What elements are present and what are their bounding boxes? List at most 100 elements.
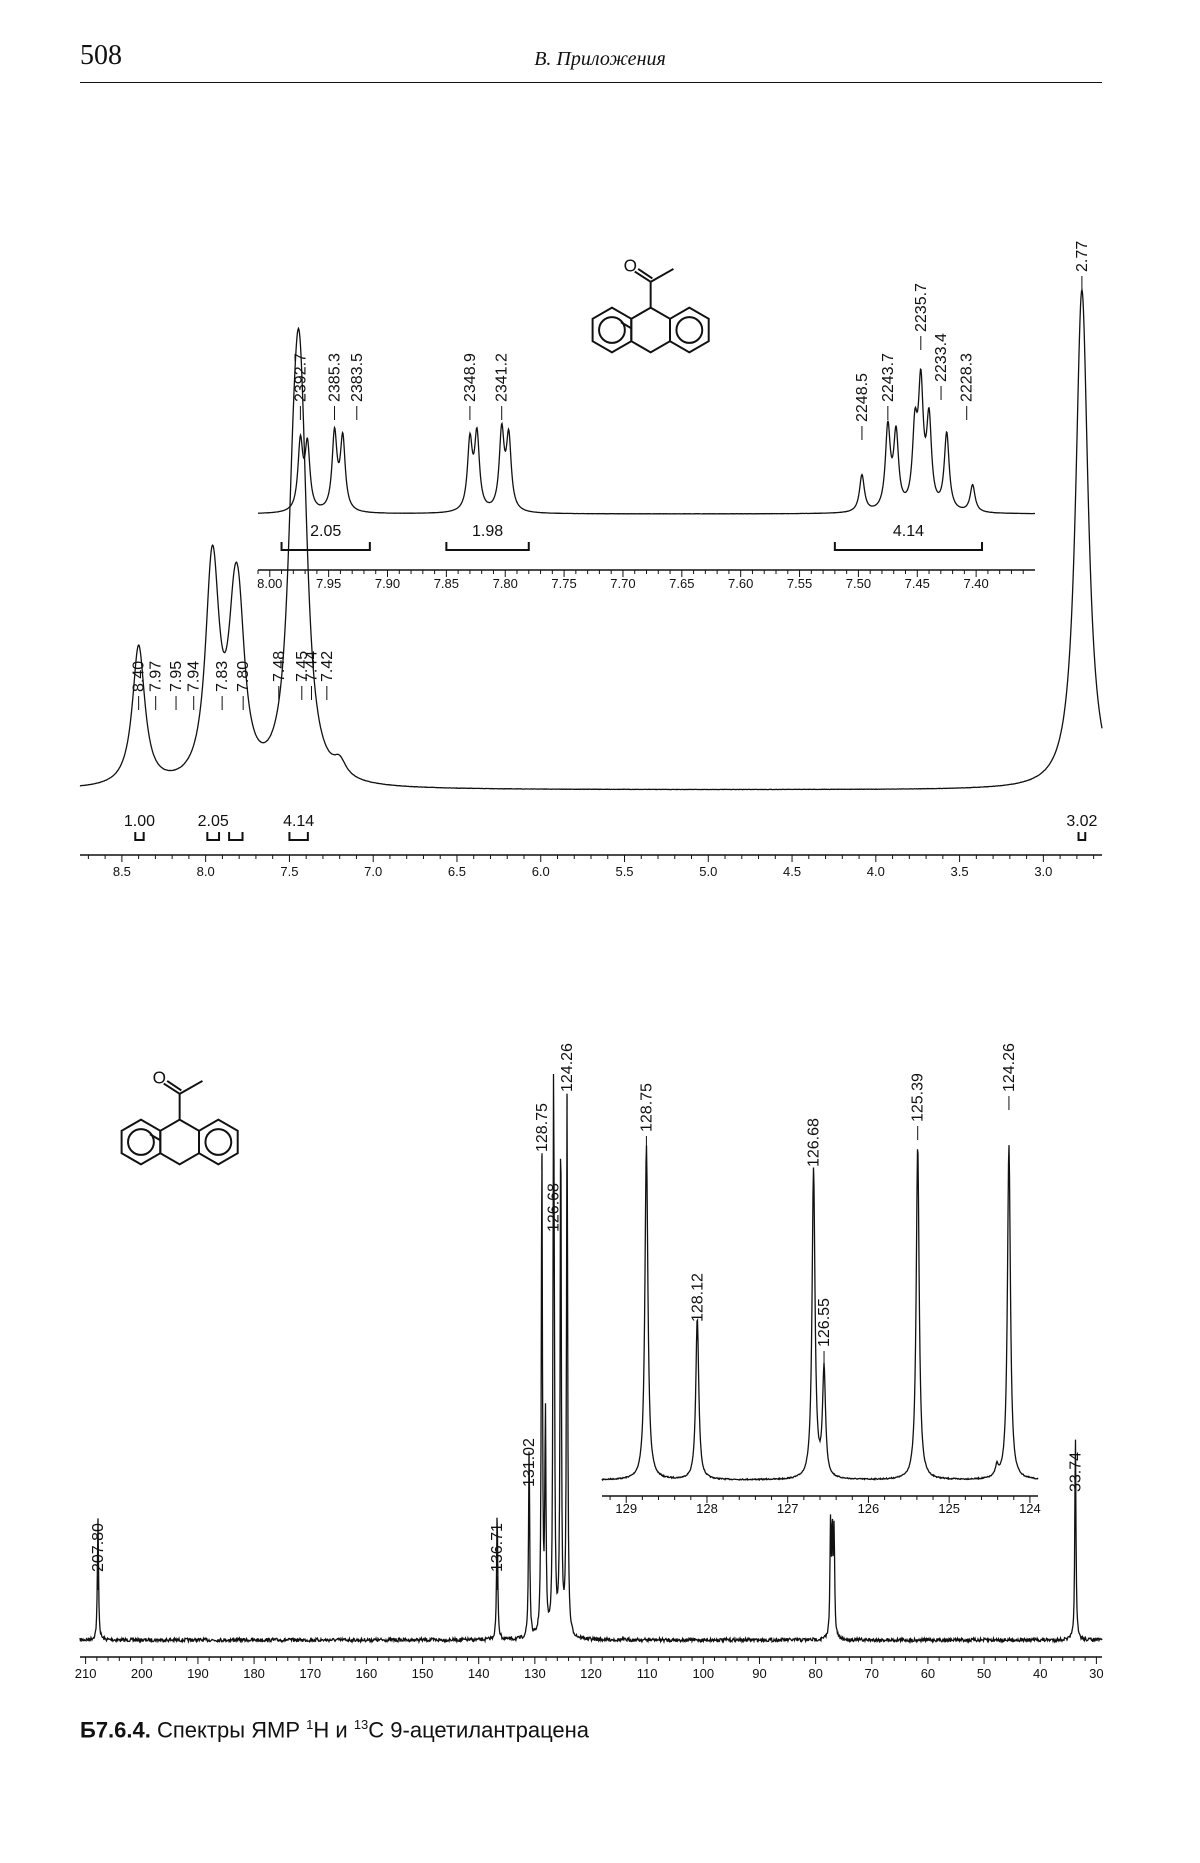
peak-label-2: 126.68 <box>806 1118 823 1167</box>
tick-label-2: 7.5 <box>280 864 298 879</box>
tick-label-16: 50 <box>977 1666 991 1681</box>
header-rule <box>80 82 1102 83</box>
tick-label-3: 180 <box>243 1666 265 1681</box>
caption-isotope-1: 1 <box>306 1717 314 1732</box>
tick-label-10: 3.5 <box>951 864 969 879</box>
peak-label-8: 7.44 <box>303 651 320 682</box>
tick-label-2: 7.90 <box>375 576 400 591</box>
tick-label-0: 8.5 <box>113 864 131 879</box>
figure-caption: Б7.6.4. Спектры ЯМР 1H и 13C 9-ацетилант… <box>80 1717 589 1743</box>
tick-label-11: 7.45 <box>905 576 930 591</box>
tick-label-0: 8.00 <box>257 576 282 591</box>
integral-bracket-1 <box>206 832 221 841</box>
peak-label-3: 7.94 <box>186 661 203 692</box>
integral-label-0: 2.05 <box>310 523 341 540</box>
tick-label-0: 210 <box>75 1666 97 1681</box>
spectrum-trace <box>601 1145 1039 1482</box>
integral-bracket-2 <box>833 542 984 551</box>
peak-label-3: 2348.9 <box>462 353 479 402</box>
peak-label-4: 7.83 <box>214 661 231 692</box>
peak-label-6: 7.48 <box>271 651 288 682</box>
tick-label-11: 3.0 <box>1034 864 1052 879</box>
peak-label-3: 128.75 <box>534 1103 551 1152</box>
integral-bracket-0 <box>280 542 371 551</box>
tick-label-9: 4.0 <box>867 864 885 879</box>
tick-label-5: 160 <box>356 1666 378 1681</box>
peak-label-0: 8.40 <box>131 661 148 692</box>
running-head: В. Приложения <box>534 48 666 70</box>
caption-end: C 9-ацетилантрацена <box>368 1717 590 1743</box>
integral-label-4: 3.02 <box>1066 813 1097 830</box>
peak-label-10: 2.77 <box>1074 241 1091 272</box>
spectrum-trace <box>79 287 1103 791</box>
tick-label-9: 7.55 <box>787 576 812 591</box>
peak-label-5: 124.26 <box>559 1043 576 1092</box>
peak-label-5: 124.26 <box>1001 1043 1018 1092</box>
integral-label-3: 4.14 <box>283 813 314 830</box>
tick-label-13: 80 <box>808 1666 822 1681</box>
peak-label-1: 2385.3 <box>327 353 344 402</box>
tick-label-6: 150 <box>412 1666 434 1681</box>
peak-label-0: 2392.7 <box>292 353 309 402</box>
tick-label-3: 7.85 <box>434 576 459 591</box>
tick-label-1: 200 <box>131 1666 153 1681</box>
tick-label-17: 40 <box>1033 1666 1047 1681</box>
peak-label-2: 7.95 <box>168 661 185 692</box>
integral-bracket-1 <box>445 542 530 551</box>
tick-label-2: 190 <box>187 1666 209 1681</box>
tick-label-6: 7.70 <box>610 576 635 591</box>
tick-label-7: 5.0 <box>699 864 717 879</box>
peak-label-4: 125.39 <box>910 1073 927 1122</box>
peak-label-7: 2235.7 <box>913 283 930 332</box>
peak-label-4: 2341.2 <box>494 353 511 402</box>
peak-label-7: 7.45 <box>294 651 311 682</box>
caption-text: Спектры ЯМР <box>156 1717 301 1743</box>
integral-label-1: 1.98 <box>472 523 503 540</box>
integral-label-2: 4.14 <box>893 523 924 540</box>
spectrum-trace <box>79 1073 1103 1645</box>
tick-label-7: 140 <box>468 1666 490 1681</box>
integral-bracket-2 <box>228 832 244 841</box>
tick-label-8: 130 <box>524 1666 546 1681</box>
molecule-structure-top: O <box>591 256 710 354</box>
svg-text:O: O <box>153 1068 166 1088</box>
tick-label-12: 7.40 <box>963 576 988 591</box>
caption-mid: H и <box>313 1717 348 1743</box>
peak-label-5: 7.80 <box>235 661 252 692</box>
peak-label-1: 128.12 <box>689 1273 706 1322</box>
peak-label-2: 131.02 <box>521 1438 538 1487</box>
tick-label-4: 7.80 <box>493 576 518 591</box>
tick-label-9: 120 <box>580 1666 602 1681</box>
molecule-structure-bottom: O <box>120 1068 239 1166</box>
peak-label-4: 126.68 <box>545 1183 562 1232</box>
tick-label-6: 5.5 <box>615 864 633 879</box>
peak-label-3: 126.55 <box>816 1298 833 1347</box>
tick-label-1: 128 <box>696 1501 718 1516</box>
peak-label-0: 207.80 <box>90 1523 107 1572</box>
peak-label-8: 2233.4 <box>933 333 950 382</box>
tick-label-3: 126 <box>858 1501 880 1516</box>
peak-label-1: 7.97 <box>148 661 165 692</box>
tick-label-1: 8.0 <box>197 864 215 879</box>
tick-label-5: 6.0 <box>532 864 550 879</box>
tick-label-10: 110 <box>637 1666 658 1681</box>
tick-label-14: 70 <box>865 1666 879 1681</box>
tick-label-4: 6.5 <box>448 864 466 879</box>
tick-label-8: 7.60 <box>728 576 753 591</box>
tick-label-10: 7.50 <box>846 576 871 591</box>
tick-label-3: 7.0 <box>364 864 382 879</box>
peak-label-1: 136.71 <box>489 1523 506 1572</box>
caption-isotope-2: 13 <box>353 1717 369 1732</box>
tick-label-7: 7.65 <box>669 576 694 591</box>
tick-label-5: 124 <box>1019 1501 1041 1516</box>
spectrum-trace <box>257 367 1035 515</box>
tick-label-12: 90 <box>752 1666 766 1681</box>
tick-label-18: 30 <box>1089 1666 1103 1681</box>
integral-bracket-4 <box>1077 832 1087 841</box>
svg-text:O: O <box>624 256 637 276</box>
peak-label-9: 7.42 <box>319 651 336 682</box>
